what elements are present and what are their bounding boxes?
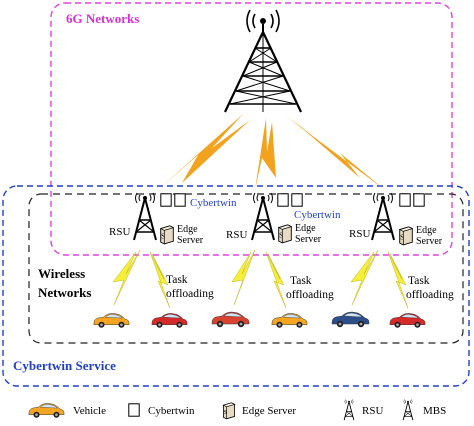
vehicle-link-bolt — [350, 249, 379, 306]
wireless-networks-label-line1: Wireless — [38, 266, 85, 281]
rsu-tower-icon-2 — [250, 191, 276, 242]
6g-networks-label: 6G Networks — [66, 11, 139, 26]
legend-vehicle-icon — [28, 402, 65, 419]
legend: Vehicle Cybertwin Edge Server RSU MBS — [28, 399, 446, 421]
vehicle-icon — [271, 312, 308, 329]
mbs-link-bolt-right — [283, 114, 385, 190]
edge-server-label-2-line2: Server — [295, 234, 322, 245]
edge-server-icon-1 — [160, 225, 174, 245]
cybertwin-box-icon — [277, 193, 289, 207]
mbs-link-bolt-left — [160, 114, 250, 188]
edge-server-icon-2 — [278, 224, 292, 244]
cybertwin-label-2: Cybertwin — [294, 209, 341, 221]
edge-server-label-3-line2: Server — [416, 236, 443, 247]
mbs-tower-icon — [224, 9, 302, 113]
legend-cybertwin-icon — [128, 403, 140, 417]
mbs-link-bolt-center — [255, 118, 276, 190]
edge-server-icon-3 — [399, 226, 413, 246]
task-offloading-label-1-line2: offloading — [166, 288, 214, 300]
edge-server-label-3-line1: Edge — [416, 225, 437, 236]
legend-edge-server-label: Edge Server — [242, 405, 296, 417]
cybertwin-service-box — [2, 185, 470, 387]
task-offloading-label-3-line2: offloading — [406, 289, 454, 301]
vehicle-icon — [151, 312, 188, 329]
cybertwin-box-icon — [174, 193, 186, 207]
task-offloading-label-1-line1: Task — [166, 274, 188, 286]
vehicle-icon — [93, 312, 130, 329]
task-offloading-label-3-line1: Task — [408, 275, 430, 287]
legend-vehicle-label: Vehicle — [73, 405, 106, 417]
cybertwin-box-icon — [413, 193, 425, 207]
rsu-tower-icon-3 — [370, 191, 396, 242]
rsu-label-3: RSU — [349, 228, 370, 240]
edge-server-label-1-line2: Server — [177, 235, 204, 246]
legend-edge-server-icon — [222, 402, 236, 420]
rsu-tower-icon-1 — [132, 191, 158, 242]
legend-cybertwin-label: Cybertwin — [148, 405, 195, 417]
cybertwin-box-icon — [160, 193, 172, 207]
vehicle-link-bolt — [387, 251, 409, 309]
legend-rsu-label: RSU — [362, 405, 383, 417]
edge-server-label-1-line1: Edge — [177, 224, 198, 235]
vehicle-icon — [331, 311, 370, 328]
cybertwin-box-icon — [291, 193, 303, 207]
cybertwin-box-icon — [399, 193, 411, 207]
cybertwin-service-label: Cybertwin Service — [13, 358, 116, 373]
wireless-networks-box — [28, 193, 464, 344]
legend-mbs-label: MBS — [423, 405, 446, 417]
vehicle-link-bolt — [149, 251, 171, 309]
edge-server-label-2-line1: Edge — [295, 223, 316, 234]
legend-mbs-icon — [402, 399, 414, 421]
task-offloading-label-2-line2: offloading — [286, 289, 334, 301]
vehicle-link-bolt — [112, 249, 141, 306]
rsu-label-2: RSU — [226, 229, 247, 241]
cybertwin-label-1: Cybertwin — [190, 197, 237, 209]
vehicle-icon — [211, 311, 250, 328]
vehicle-link-bolt — [231, 249, 256, 306]
vehicle-icon — [389, 312, 426, 329]
task-offloading-label-2-line1: Task — [290, 275, 312, 287]
vehicle-link-bolt — [265, 251, 287, 309]
6g-networks-box — [50, 2, 453, 256]
legend-rsu-icon — [343, 399, 355, 421]
rsu-label-1: RSU — [109, 226, 130, 238]
wireless-networks-label-line2: Networks — [38, 285, 91, 300]
